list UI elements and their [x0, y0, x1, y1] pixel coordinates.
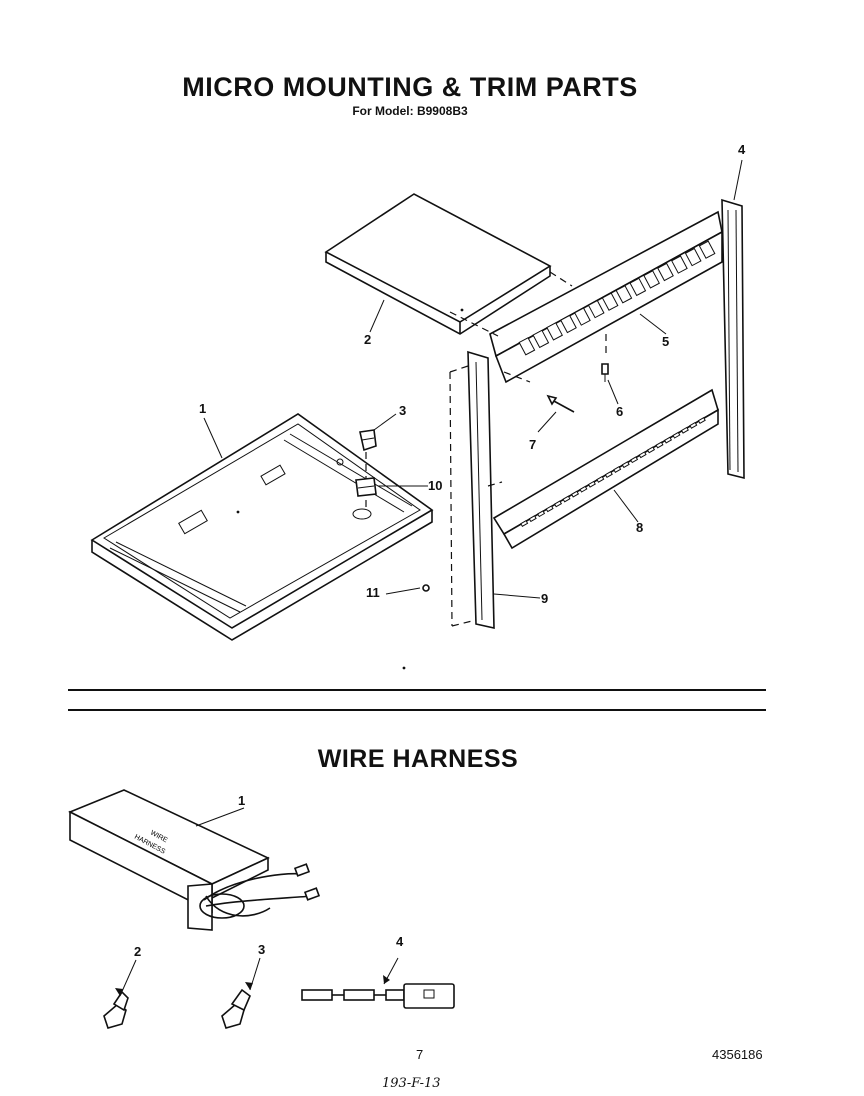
vent-slot — [615, 285, 633, 304]
callout-9: 9 — [541, 591, 549, 606]
vent-slot — [689, 421, 698, 429]
document-number: 4356186 — [712, 1047, 763, 1062]
fastener-parts — [355, 363, 609, 670]
callout-4: 4 — [738, 142, 746, 157]
harness-box-part: WIRE HARNESS — [68, 789, 321, 931]
terminal-part-3 — [221, 957, 261, 1029]
harness-callout-3: 3 — [258, 942, 266, 957]
vent-slot — [520, 520, 529, 527]
vent-slot — [672, 431, 681, 439]
left-side-trim-part — [449, 350, 495, 630]
section-title: WIRE HARNESS — [317, 745, 519, 773]
vent-slot — [697, 417, 706, 424]
vent-slot — [663, 436, 673, 444]
harness-callout-2: 2 — [134, 944, 142, 959]
vent-slot — [630, 456, 639, 464]
top-vent-trim-part — [489, 210, 723, 384]
spacer-part-10 — [355, 477, 377, 497]
vent-slot — [638, 451, 647, 459]
clip-nut-part-3 — [359, 429, 377, 452]
callout-10: 10 — [428, 478, 443, 493]
vent-slot — [698, 240, 716, 259]
connector-harness-part-4 — [301, 957, 455, 1009]
vent-slot — [528, 515, 537, 523]
vent-slot — [646, 446, 656, 454]
vent-slot — [532, 329, 550, 349]
vent-slot — [537, 510, 546, 518]
vent-slot — [570, 490, 580, 498]
harness-callout-4: 4 — [396, 934, 404, 949]
vent-slot — [574, 307, 591, 326]
vent-slot — [579, 485, 588, 493]
mounting-tray-part — [90, 413, 434, 641]
vent-slot — [680, 426, 689, 434]
vent-slot — [553, 500, 563, 508]
vent-slot — [671, 255, 688, 274]
mounting-leader-lines — [203, 159, 743, 599]
vent-slot — [657, 262, 674, 282]
callout-1: 1 — [199, 401, 207, 416]
vent-slot — [601, 292, 619, 311]
callout-7: 7 — [529, 437, 537, 452]
vent-slot — [587, 480, 596, 488]
page-number: 7 — [416, 1047, 424, 1062]
vent-slot — [545, 505, 554, 513]
vent-slot — [596, 475, 605, 483]
vent-slot — [613, 466, 622, 473]
model-subtitle: For Model: B9908B3 — [352, 104, 468, 118]
page-title: MICRO MOUNTING & TRIM PARTS — [182, 72, 638, 102]
right-side-trim-part — [721, 198, 745, 480]
vent-slot — [587, 299, 605, 319]
vent-slot — [643, 270, 660, 289]
handwritten-note: 193-F-13 — [382, 1076, 441, 1091]
callout-2: 2 — [364, 332, 372, 347]
harness-callout-1: 1 — [238, 793, 246, 808]
vent-slot — [546, 322, 563, 341]
top-cover-part — [324, 193, 552, 335]
callout-8: 8 — [636, 520, 644, 535]
callout-6: 6 — [616, 404, 624, 419]
callout-11: 11 — [366, 585, 380, 600]
vent-slot — [629, 277, 647, 297]
bottom-vent-trim-part — [492, 388, 719, 550]
vent-slot — [655, 441, 664, 449]
vent-slot — [604, 471, 613, 478]
callout-5: 5 — [662, 334, 670, 349]
screw-part-11 — [422, 584, 430, 592]
vent-slot — [560, 314, 577, 334]
callout-3: 3 — [399, 403, 407, 418]
vent-slot — [518, 337, 536, 356]
screw-part-7 — [546, 394, 575, 413]
vent-slot — [562, 495, 571, 503]
screw-part-6 — [601, 363, 609, 382]
vent-slot — [621, 461, 630, 469]
vent-slot — [684, 247, 702, 267]
terminal-part-2 — [103, 959, 137, 1029]
